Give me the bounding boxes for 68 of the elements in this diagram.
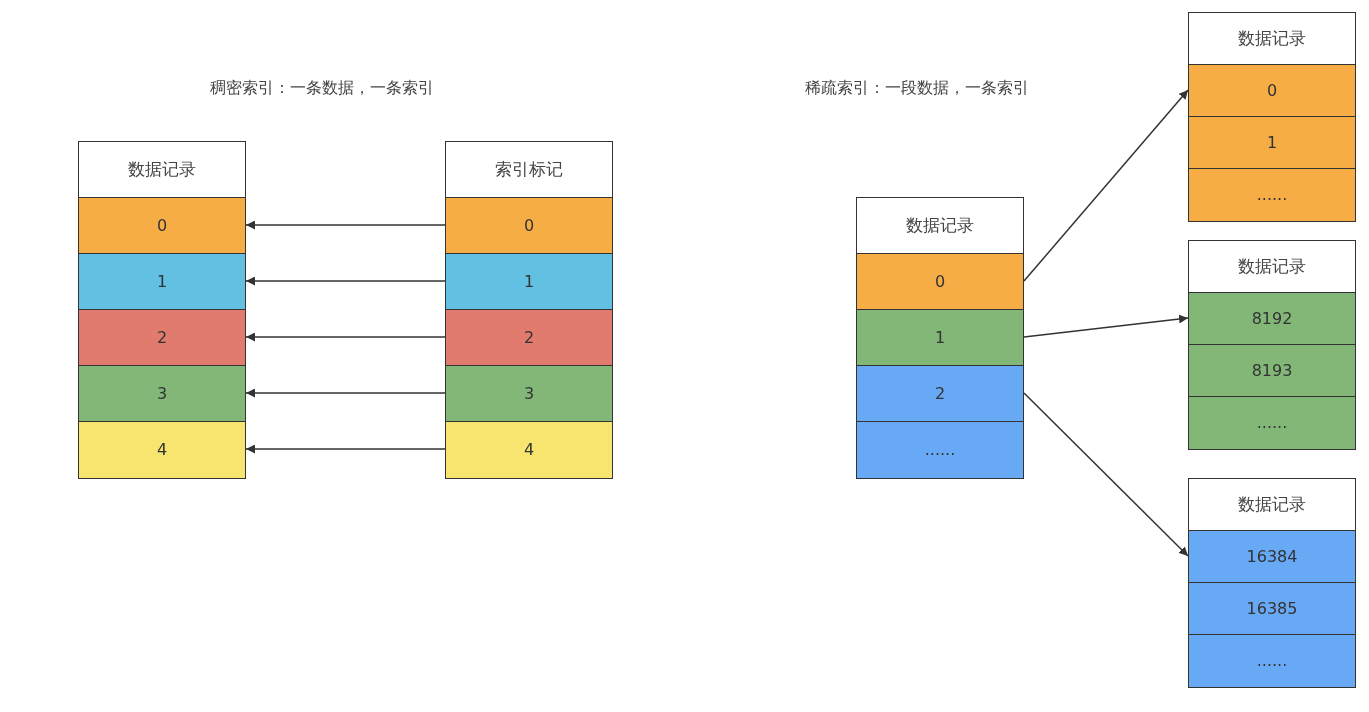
cell-text: 1 bbox=[523, 272, 535, 292]
record-cell bbox=[78, 309, 246, 367]
record-cell bbox=[856, 309, 1024, 367]
cell-text: 0 bbox=[523, 216, 535, 236]
arrow bbox=[245, 444, 446, 454]
arrow bbox=[245, 332, 446, 342]
cell-text: 16384 bbox=[1246, 547, 1298, 567]
cell-text: 0 bbox=[934, 272, 946, 292]
record-cell bbox=[445, 253, 613, 311]
cell-text: 数据记录 bbox=[1238, 255, 1306, 279]
table-header-cell bbox=[78, 141, 246, 199]
cell-text: 数据记录 bbox=[1238, 27, 1306, 51]
cell-text: 1 bbox=[156, 272, 168, 292]
cell-text: 数据记录 bbox=[128, 158, 196, 182]
cell-text: 16385 bbox=[1246, 599, 1298, 619]
record-cell bbox=[445, 421, 613, 479]
cell-text: 2 bbox=[523, 328, 535, 348]
record-cell bbox=[1188, 582, 1356, 636]
record-cell bbox=[856, 421, 1024, 479]
cell-text: 0 bbox=[156, 216, 168, 236]
arrow bbox=[245, 388, 446, 398]
cell-text: 2 bbox=[156, 328, 168, 348]
arrow bbox=[245, 220, 446, 230]
record-cell bbox=[78, 365, 246, 423]
table-header-cell bbox=[856, 197, 1024, 255]
record-cell bbox=[445, 365, 613, 423]
arrow bbox=[1023, 392, 1189, 557]
record-cell bbox=[1188, 168, 1356, 222]
record-cell bbox=[78, 197, 246, 255]
record-cell bbox=[78, 253, 246, 311]
cell-text: 8192 bbox=[1251, 309, 1293, 329]
arrow bbox=[245, 276, 446, 286]
section-caption: 稀疏索引：一段数据，一条索引 bbox=[805, 78, 1029, 99]
table-header-cell bbox=[445, 141, 613, 199]
arrow bbox=[1023, 314, 1189, 338]
table-header-cell bbox=[1188, 12, 1356, 66]
record-cell bbox=[78, 421, 246, 479]
cell-text: 0 bbox=[1266, 81, 1278, 101]
cell-text: 4 bbox=[156, 440, 168, 460]
record-cell bbox=[1188, 530, 1356, 584]
table-header-cell bbox=[1188, 478, 1356, 532]
cell-text: 4 bbox=[523, 440, 535, 460]
table-header-cell bbox=[1188, 240, 1356, 294]
record-cell bbox=[856, 365, 1024, 423]
record-cell bbox=[445, 197, 613, 255]
cell-text: 数据记录 bbox=[1238, 493, 1306, 517]
cell-text: ...... bbox=[1256, 651, 1288, 671]
cell-text: ...... bbox=[924, 440, 956, 460]
record-cell bbox=[1188, 634, 1356, 688]
record-cell bbox=[1188, 116, 1356, 170]
section-caption: 稠密索引：一条数据，一条索引 bbox=[210, 78, 434, 99]
cell-text: 1 bbox=[1266, 133, 1278, 153]
cell-text: 数据记录 bbox=[906, 214, 974, 238]
record-cell bbox=[445, 309, 613, 367]
record-cell bbox=[856, 253, 1024, 311]
cell-text: ...... bbox=[1256, 185, 1288, 205]
cell-text: ...... bbox=[1256, 413, 1288, 433]
record-cell bbox=[1188, 292, 1356, 346]
cell-text: 8193 bbox=[1251, 361, 1293, 381]
record-cell bbox=[1188, 64, 1356, 118]
record-cell bbox=[1188, 344, 1356, 398]
cell-text: 3 bbox=[156, 384, 168, 404]
cell-text: 2 bbox=[934, 384, 946, 404]
cell-text: 3 bbox=[523, 384, 535, 404]
arrow bbox=[1023, 89, 1189, 282]
record-cell bbox=[1188, 396, 1356, 450]
cell-text: 索引标记 bbox=[495, 158, 563, 182]
cell-text: 1 bbox=[934, 328, 946, 348]
